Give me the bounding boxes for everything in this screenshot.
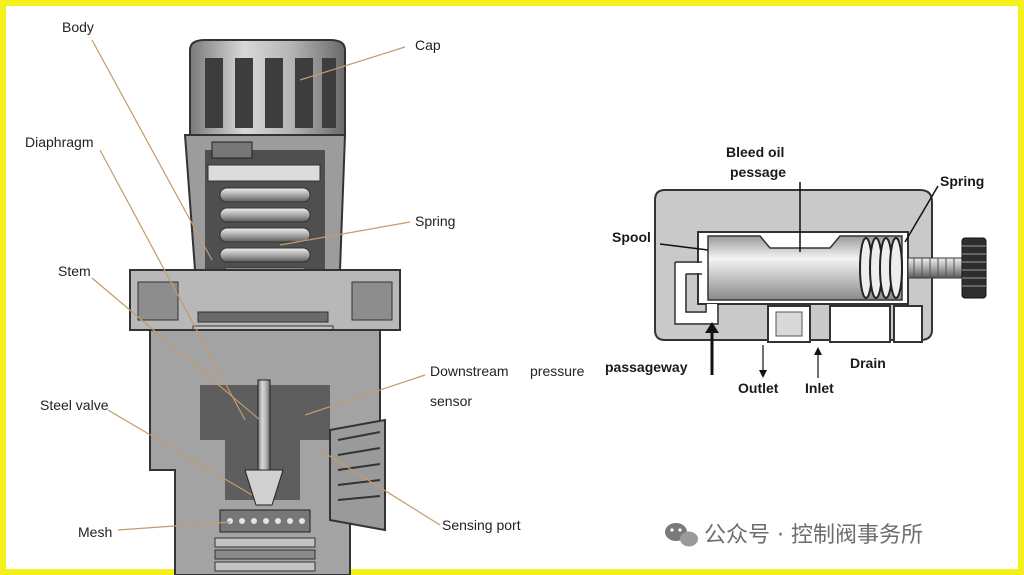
label-stem: Stem (58, 263, 91, 279)
inlet-port-box (829, 305, 891, 343)
regulator-illustration (129, 39, 401, 575)
label-spring-right: Spring (940, 173, 984, 189)
label-mesh: Mesh (78, 524, 112, 540)
label-spring-left: Spring (415, 213, 455, 229)
cap-knurl-1 (205, 58, 223, 128)
wechat-icon (665, 523, 698, 547)
label-outlet: Outlet (738, 380, 779, 396)
label-downstream: Downstream (430, 363, 509, 379)
adjusting-screw (211, 141, 253, 159)
cap-knurl-4 (295, 58, 313, 128)
adjust-knob-knurl (962, 245, 986, 287)
label-body: Body (62, 19, 94, 35)
passageway-outline (674, 261, 719, 325)
outlet-port (329, 418, 386, 532)
label-pressure: pressure (530, 363, 585, 379)
adjust-rod-thread (913, 258, 955, 278)
passageway-channel (675, 263, 717, 323)
adjust-rod (907, 257, 964, 279)
label-cap: Cap (415, 37, 441, 53)
flange-bolt-left (137, 281, 179, 321)
label-passageway: passageway (605, 359, 688, 375)
inlet-thread (214, 537, 316, 572)
cap-knurl-5 (322, 58, 336, 128)
label-spool: Spool (612, 229, 651, 245)
label-drain: Drain (850, 355, 886, 371)
spool-valve-schematic (654, 189, 987, 343)
label-sensor: sensor (430, 393, 472, 409)
outlet-thread (337, 431, 381, 501)
label-pessage: pessage (730, 164, 786, 180)
outlet-port-inner (775, 311, 803, 337)
label-bleed-oil: Bleed oil (726, 144, 784, 160)
cap-knurl-3 (265, 58, 283, 128)
label-sensing-port: Sensing port (442, 517, 521, 533)
leader-lines-left (91, 39, 441, 531)
cap-knurl-2 (235, 58, 253, 128)
spool-body (707, 235, 903, 301)
flange-bolt-right (351, 281, 393, 321)
spool-spring (859, 237, 903, 299)
label-diaphragm: Diaphragm (25, 134, 93, 150)
schematic-arrows (659, 182, 939, 378)
steel-valve-cone (244, 469, 284, 506)
label-steel-valve: Steel valve (40, 397, 109, 413)
spring-top-plate (207, 164, 321, 182)
drain-port-box (893, 305, 923, 343)
watermark-text: 公众号 · 控制阀事务所 (704, 523, 923, 548)
label-inlet: Inlet (805, 380, 834, 396)
adjust-knob (961, 237, 987, 299)
